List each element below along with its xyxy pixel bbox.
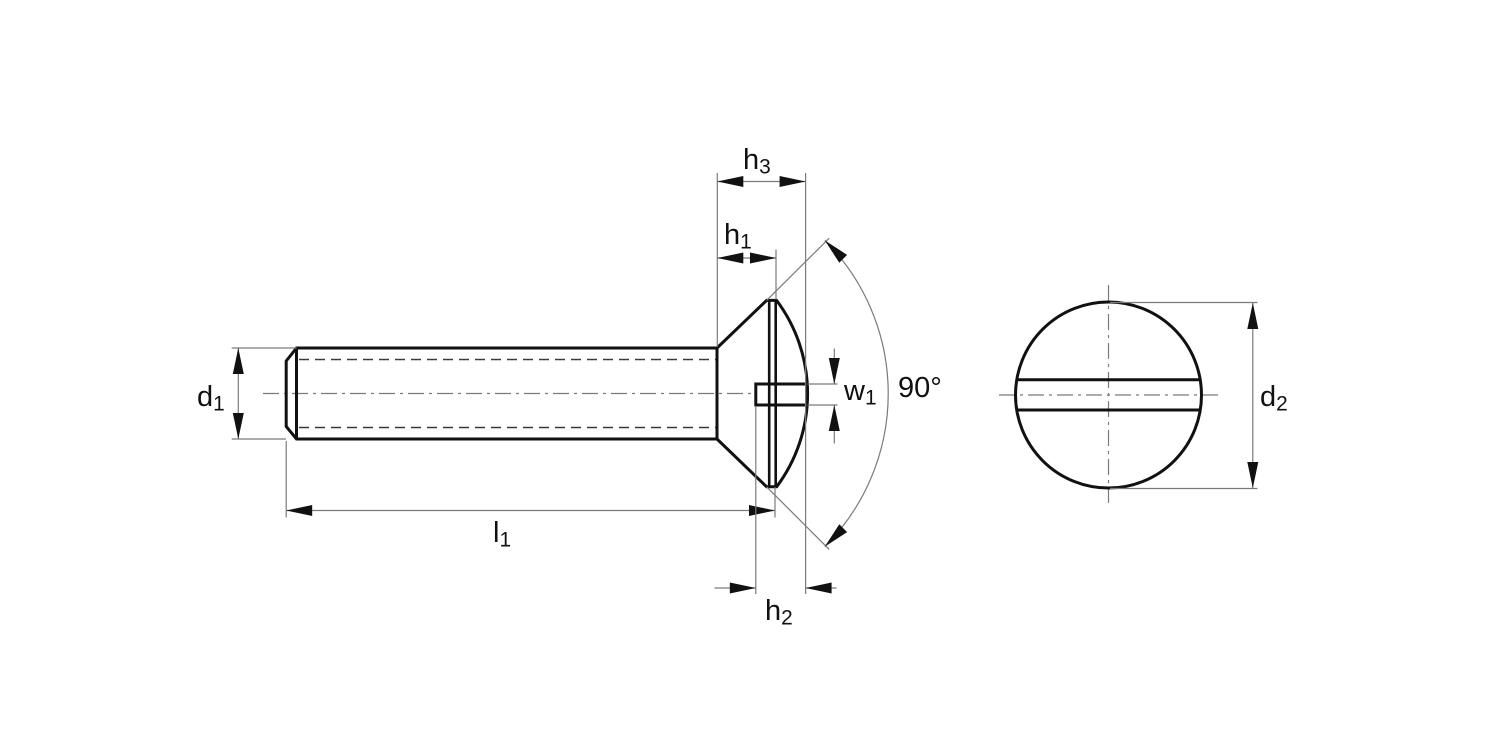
head-circle bbox=[1014, 300, 1203, 490]
d1-arrow-top bbox=[232, 348, 244, 374]
dim-label-h3: h3 bbox=[743, 144, 771, 179]
w1-arrow-top bbox=[828, 358, 840, 384]
dim-label-l1: l1 bbox=[493, 517, 512, 552]
end-view-slot bbox=[1016, 378, 1201, 412]
w1-arrow-bottom bbox=[828, 405, 840, 431]
h3-arrow-left bbox=[717, 176, 744, 187]
d2-arrow-bottom bbox=[1247, 462, 1259, 488]
h3-arrow-right bbox=[779, 176, 806, 187]
dimension-angle-90 bbox=[766, 237, 889, 550]
h1-arrow-left bbox=[717, 252, 744, 264]
h1-arrow-right bbox=[750, 252, 776, 264]
h2-arrow-left bbox=[729, 582, 756, 594]
dimension-h2 bbox=[714, 406, 837, 594]
angle-leg-bottom bbox=[766, 486, 830, 550]
angle-arrow-top bbox=[824, 240, 848, 263]
end-view-centerlines bbox=[999, 285, 1220, 503]
angle-arc bbox=[824, 239, 889, 548]
angle-leg-top bbox=[766, 237, 830, 301]
h2-arrow-right bbox=[805, 582, 832, 594]
dim-label-w1: w1 bbox=[844, 375, 877, 410]
dimension-h3 bbox=[716, 173, 807, 594]
d2-arrow-top bbox=[1247, 303, 1259, 329]
d1-arrow-bottom bbox=[232, 413, 244, 439]
dimension-d2 bbox=[1110, 301, 1259, 490]
dim-label-angle: 90° bbox=[898, 372, 942, 404]
head-outline bbox=[715, 298, 810, 489]
angle-arrow-bottom bbox=[824, 524, 848, 547]
l1-arrow-left bbox=[286, 505, 313, 516]
thread-dashed-lines bbox=[299, 358, 716, 429]
screw-side-view bbox=[263, 298, 810, 489]
dim-label-h2: h2 bbox=[765, 595, 793, 630]
dim-label-d2: d2 bbox=[1260, 381, 1288, 416]
dim-label-d1: d1 bbox=[197, 381, 225, 416]
l1-arrow-right bbox=[749, 505, 775, 516]
dimension-l1 bbox=[285, 441, 776, 518]
slot-front-edges bbox=[767, 300, 777, 487]
screw-end-view bbox=[999, 285, 1220, 503]
dimension-w1 bbox=[807, 348, 840, 444]
dimension-h1 bbox=[717, 249, 777, 300]
dim-label-h1: h1 bbox=[724, 219, 752, 254]
dimension-d1 bbox=[231, 347, 297, 440]
slot-side-profile bbox=[754, 382, 808, 407]
